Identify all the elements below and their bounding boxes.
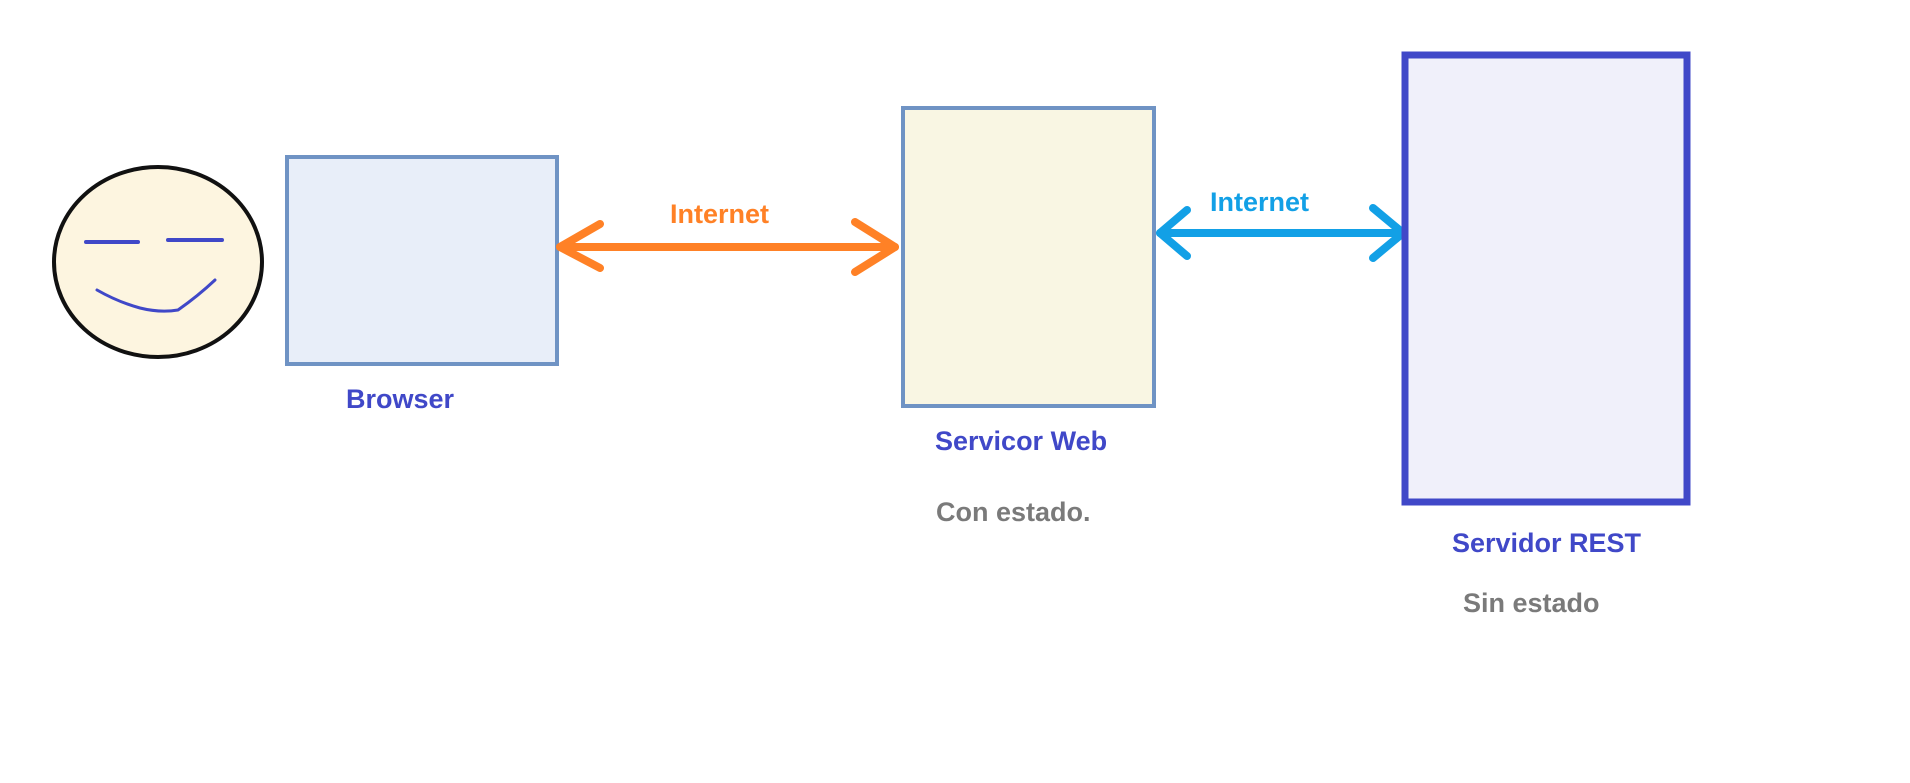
web-server-note: Con estado. [936, 497, 1091, 527]
rest-server-label: Servidor REST [1452, 528, 1642, 558]
internet-label-1: Internet [670, 199, 769, 229]
web-server-label: Servicor Web [935, 426, 1107, 456]
mouth [95, 278, 217, 313]
web-server-box [901, 106, 1156, 408]
face-outline [52, 165, 264, 359]
browser-web-arrow [556, 218, 899, 276]
internet-label-2: Internet [1210, 187, 1309, 217]
rest-server-box [1401, 51, 1691, 506]
browser-box [285, 155, 559, 366]
smiley-face-icon [52, 165, 264, 359]
rest-server-note: Sin estado [1463, 588, 1600, 618]
browser-label: Browser [346, 384, 455, 414]
